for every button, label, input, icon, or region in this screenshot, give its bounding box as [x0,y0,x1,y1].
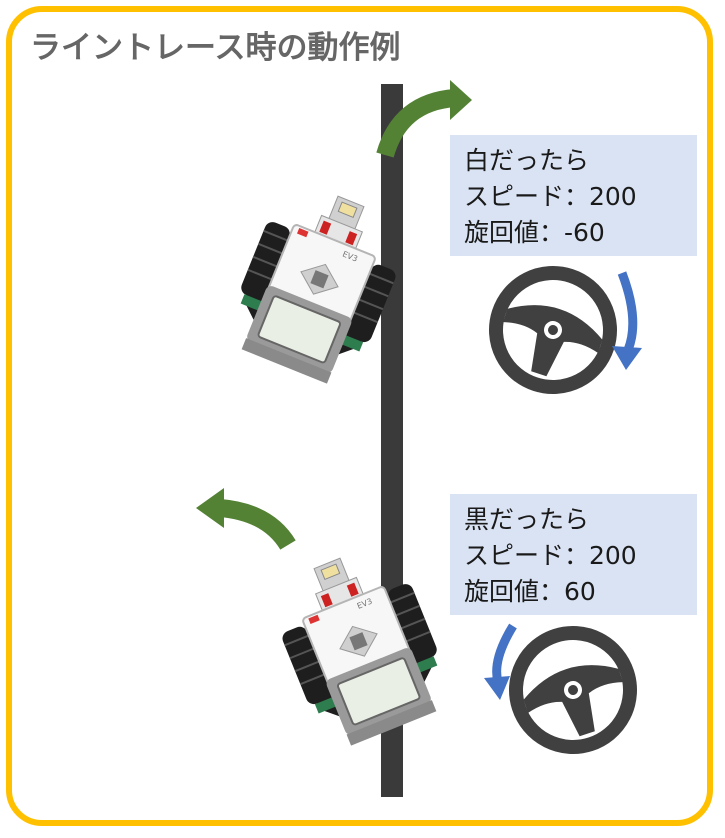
steering-wheel-icon-bottom [501,618,645,762]
turn-label: 旋回値：-60 [464,218,605,247]
info-box-black: 黒だったら スピード：200 旋回値：60 [450,494,697,615]
condition-label: 黒だったら [464,505,590,534]
speed-label: スピード：200 [464,182,637,211]
rotate-arrow-icon-top [612,271,642,370]
rotate-arrow-icon-bottom [484,623,517,700]
condition-label: 白だったら [464,146,590,175]
turn-label: 旋回値：60 [464,577,596,606]
robot-icon-bottom [261,536,460,756]
curved-arrow-icon-top [376,80,472,158]
info-box-white: 白だったら スピード：200 旋回値：-60 [450,135,697,256]
curved-arrow-icon-bottom [196,488,296,550]
speed-label: スピード：200 [464,541,637,570]
steering-wheel-icon-top [481,258,625,402]
page-title: ライントレース時の動作例 [30,30,401,66]
